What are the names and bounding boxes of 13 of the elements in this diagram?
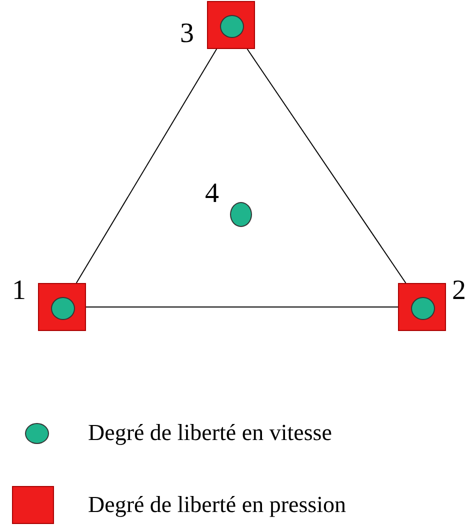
velocity-node <box>230 202 252 226</box>
connector-line <box>246 48 406 284</box>
node-number: 3 <box>180 20 194 48</box>
pressure-node <box>398 283 446 331</box>
node-number: 2 <box>452 277 466 305</box>
pressure-node <box>38 283 86 331</box>
node-number: 1 <box>12 277 26 305</box>
connector-line <box>76 48 218 284</box>
legend-text: Degré de liberté en pression <box>88 493 346 516</box>
legend-text: Degré de liberté en vitesse <box>88 421 332 444</box>
node-number: 4 <box>205 180 219 208</box>
pressure-node <box>207 1 255 49</box>
connector-line <box>86 306 398 308</box>
